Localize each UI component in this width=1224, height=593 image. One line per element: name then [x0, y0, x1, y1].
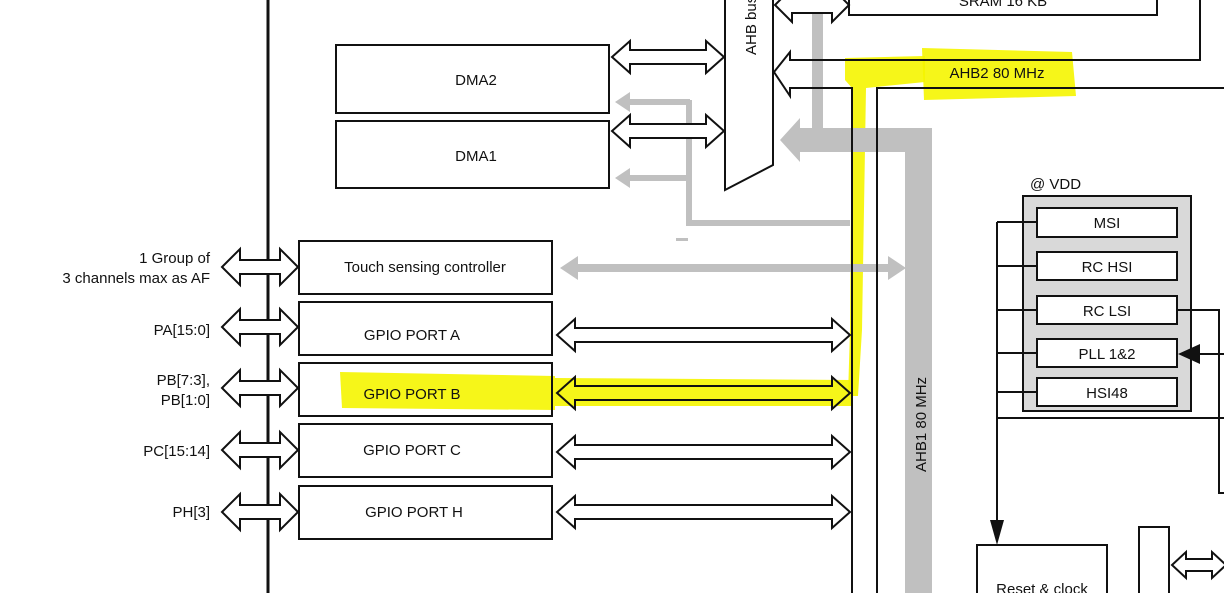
- rc-hsi-label: RC HSI: [1082, 259, 1133, 276]
- sram-block[interactable]: SRAM 16 KB: [848, 0, 1158, 16]
- ahb2-bus-arrow: [772, 0, 1201, 593]
- ahb-bus-matrix[interactable]: AHB bus matrix: [724, 0, 774, 192]
- grey-buses: [560, 0, 932, 593]
- pb-pin-label-2: PB[1:0]: [161, 392, 210, 409]
- gpio-a-label: GPIO PORT A: [364, 327, 460, 344]
- dma1-label: DMA1: [455, 148, 497, 165]
- pll-label: PLL 1&2: [1079, 346, 1136, 363]
- gpio-b-label: GPIO PORT B: [364, 386, 461, 403]
- dma1-bus-arrow: [610, 112, 726, 150]
- gpio-port-a-block[interactable]: GPIO PORT A: [298, 301, 553, 356]
- msi-label: MSI: [1094, 215, 1121, 232]
- hsi48-label: HSI48: [1086, 385, 1128, 402]
- reset-clock-arrowhead: [990, 520, 1004, 545]
- pll-block[interactable]: PLL 1&2: [1036, 338, 1178, 368]
- ph-pin-arrow: [220, 491, 300, 533]
- ahb2-label: AHB2 80 MHz: [949, 65, 1044, 82]
- touch-label: Touch sensing controller: [344, 259, 506, 276]
- pb-pin-arrow: [220, 367, 300, 409]
- hsi48-block[interactable]: HSI48: [1036, 377, 1178, 407]
- dma1-block[interactable]: DMA1: [335, 120, 610, 189]
- ph-pin-label: PH[3]: [172, 504, 210, 521]
- touch-pin-label-2: 3 channels max as AF: [62, 270, 210, 287]
- gpio-port-h-block[interactable]: GPIO PORT H: [298, 485, 553, 540]
- bridge-arrow: [1170, 549, 1224, 581]
- sram-bus-arrow: [773, 0, 851, 25]
- ahb2-bus-line: [876, 87, 1224, 593]
- msi-block[interactable]: MSI: [1036, 207, 1178, 238]
- gpio-port-c-block[interactable]: GPIO PORT C: [298, 423, 553, 478]
- reset-clock-label: Reset & clock: [996, 581, 1088, 593]
- ahb1-label: AHB1 80 MHz: [913, 377, 930, 472]
- rc-lsi-label: RC LSI: [1083, 303, 1131, 320]
- gpio-c-label: GPIO PORT C: [363, 442, 461, 459]
- gpio-h-label: GPIO PORT H: [365, 504, 463, 521]
- vdd-label: @ VDD: [1030, 176, 1081, 193]
- touch-pin-arrow: [220, 246, 300, 288]
- rc-hsi-block[interactable]: RC HSI: [1036, 251, 1178, 281]
- gpio-c-bus-arrow: [555, 433, 852, 471]
- touch-pin-label-1: 1 Group of: [139, 250, 211, 267]
- dma2-block[interactable]: DMA2: [335, 44, 610, 114]
- pll-input-arrowhead: [1178, 344, 1200, 364]
- gpio-b-bus-arrow: [555, 374, 852, 412]
- pb-pin-label-1: PB[7:3],: [157, 372, 210, 389]
- pc-pin-label: PC[15:14]: [143, 443, 210, 460]
- gpio-port-b-block[interactable]: GPIO PORT B: [298, 362, 553, 417]
- pa-pin-label: PA[15:0]: [154, 322, 210, 339]
- gpio-a-bus-arrow: [555, 316, 852, 354]
- pc-pin-arrow: [220, 429, 300, 471]
- pa-pin-arrow: [220, 306, 300, 348]
- touch-sensing-block[interactable]: Touch sensing controller: [298, 240, 553, 295]
- sram-label: SRAM 16 KB: [959, 0, 1047, 10]
- reset-clock-block[interactable]: Reset & clock: [976, 544, 1108, 593]
- dma2-bus-arrow: [610, 38, 726, 76]
- ahb-matrix-label: AHB bus matrix: [743, 0, 760, 55]
- dma2-label: DMA2: [455, 72, 497, 89]
- gpio-h-bus-arrow: [555, 493, 852, 531]
- rc-lsi-block[interactable]: RC LSI: [1036, 295, 1178, 325]
- bridge-block: [1138, 526, 1170, 593]
